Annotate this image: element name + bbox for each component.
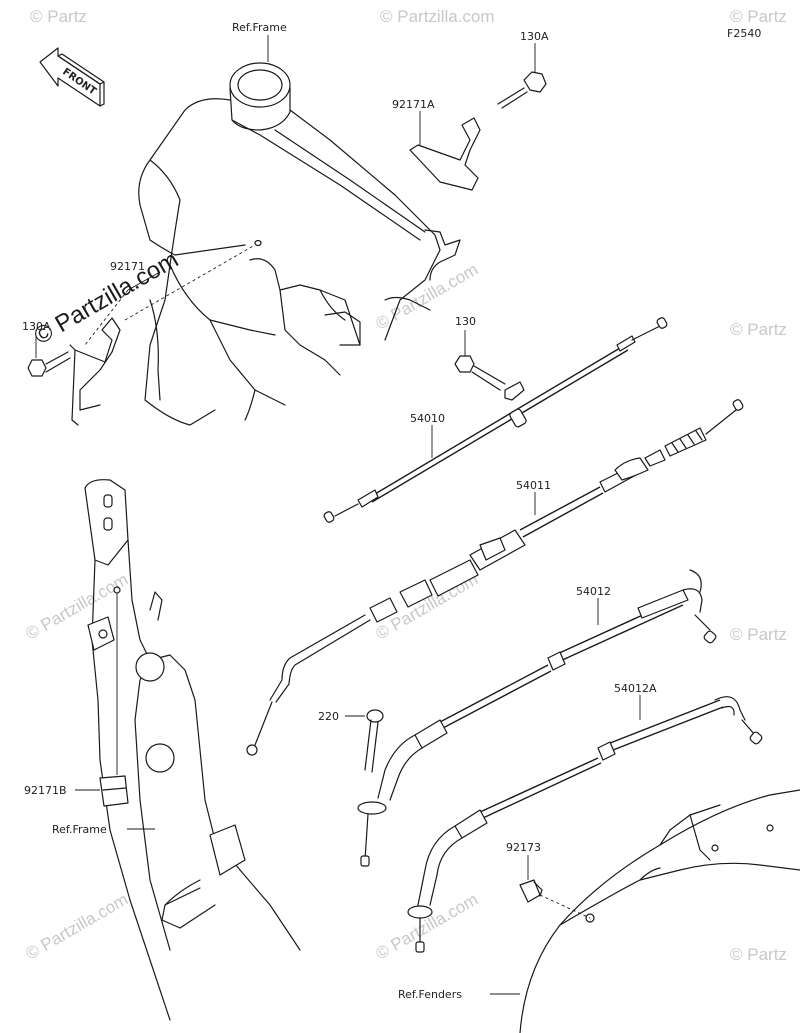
part-label-54012A: 54012A <box>614 682 657 695</box>
clamp-92171 <box>69 244 256 426</box>
watermark: © Partz <box>30 7 87 26</box>
part-label-130A-left: 130A <box>22 320 51 333</box>
watermark: © Partz <box>730 320 787 339</box>
part-label-92171A: 92171A <box>392 98 435 111</box>
part-label-130A: 130A <box>520 30 549 43</box>
screw-220 <box>345 709 384 773</box>
lower-frame <box>84 479 301 1021</box>
cable-54010 <box>323 317 668 523</box>
watermark: © Partzilla.com <box>23 570 132 644</box>
part-label-54011: 54011 <box>516 479 551 492</box>
rear-fender <box>490 789 800 1033</box>
watermark: © Partz <box>730 625 787 644</box>
watermark: © Partzilla.com <box>373 890 482 964</box>
bolt-130A-top <box>497 43 547 109</box>
cable-54011 <box>246 399 744 756</box>
ref-frame-top-label: Ref.Frame <box>232 21 287 34</box>
front-arrow-icon: FRONT <box>39 47 105 107</box>
figure-code: F2540 <box>727 27 761 40</box>
part-label-92173: 92173 <box>506 841 541 854</box>
ref-fenders-label: Ref.Fenders <box>398 988 462 1001</box>
part-label-54012: 54012 <box>576 585 611 598</box>
part-label-220: 220 <box>318 710 339 723</box>
upper-frame <box>138 62 461 426</box>
watermarks: © Partz © Partzilla.com © Partz © Partzi… <box>23 7 787 964</box>
cable-54012A <box>407 695 763 953</box>
part-label-130: 130 <box>455 315 476 328</box>
bolt-130A-left <box>27 335 71 377</box>
part-label-54010: 54010 <box>410 412 445 425</box>
bolt-130 <box>454 330 506 391</box>
watermark: © Partz <box>730 7 787 26</box>
watermark: © Partzilla.com <box>380 7 495 26</box>
part-label-92171B: 92171B <box>24 784 67 797</box>
clamp-92171A <box>409 111 481 191</box>
ref-frame-bottom-label: Ref.Frame <box>52 823 107 836</box>
part-label-92171: 92171 <box>110 260 145 273</box>
clip-92173 <box>519 855 591 919</box>
clamp-92171B <box>75 775 129 807</box>
watermark: © Partz <box>730 945 787 964</box>
watermark: © Partzilla.com <box>23 890 132 964</box>
cable-54012 <box>357 569 717 867</box>
